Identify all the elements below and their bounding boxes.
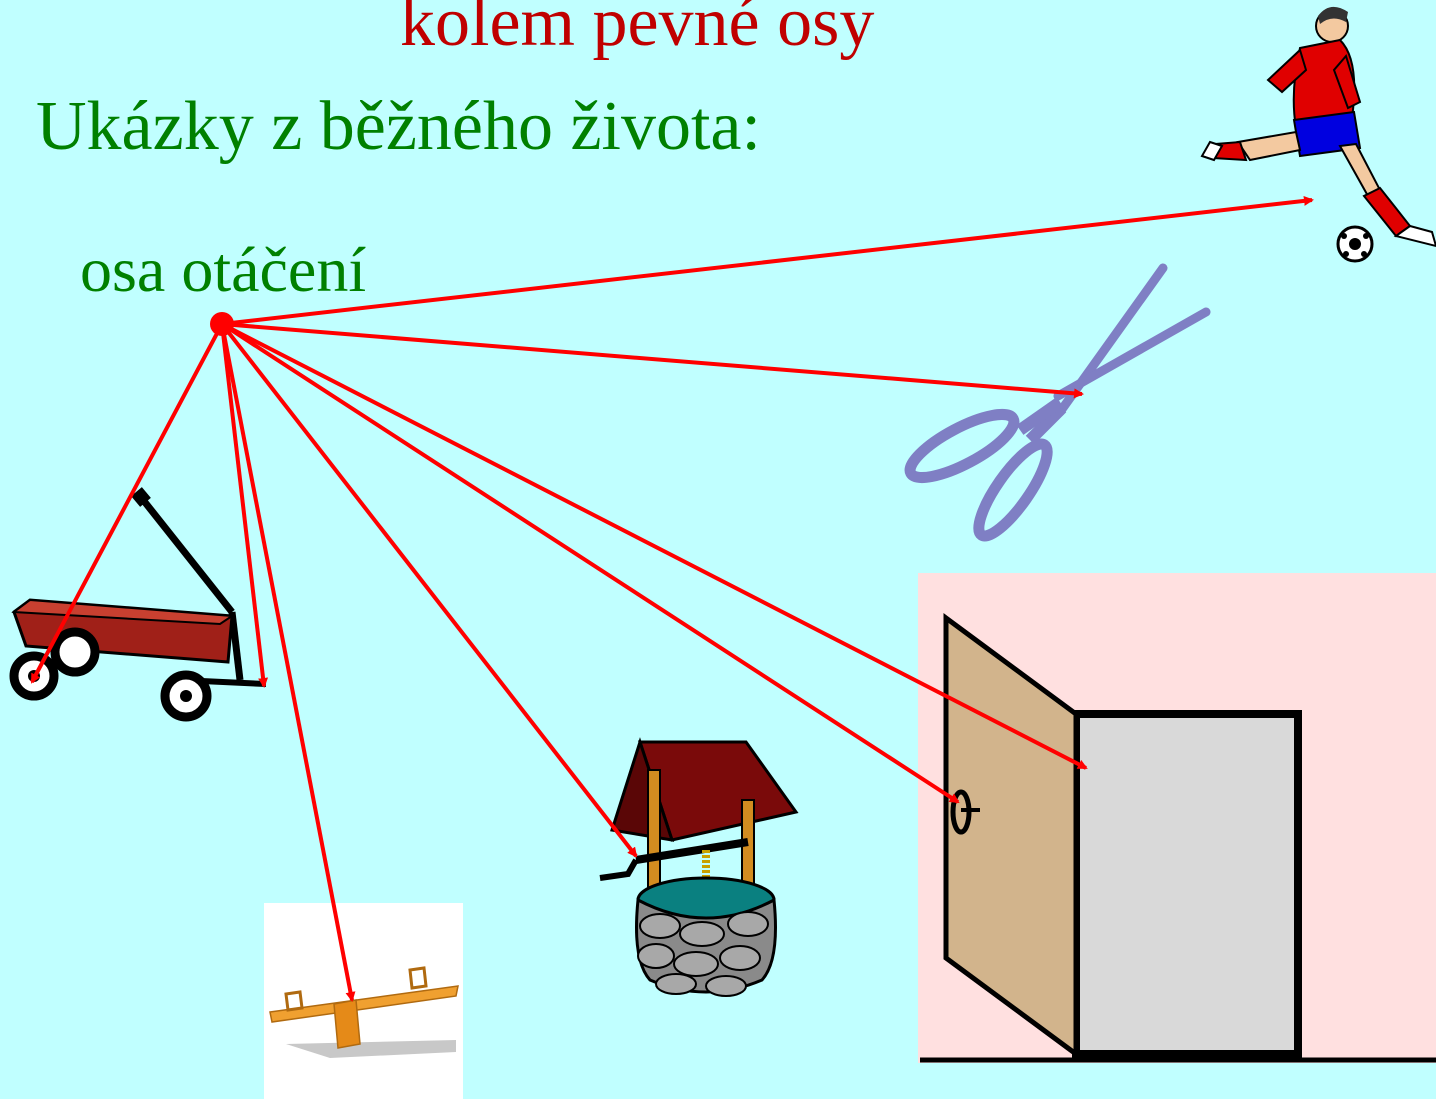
wagon-icon [14, 487, 266, 717]
seesaw-icon [264, 903, 463, 1099]
door-icon [918, 573, 1436, 1063]
axis-point [210, 312, 234, 336]
scissors-icon [902, 268, 1206, 544]
well-icon [600, 742, 796, 996]
soccer-player-icon [1202, 7, 1436, 261]
